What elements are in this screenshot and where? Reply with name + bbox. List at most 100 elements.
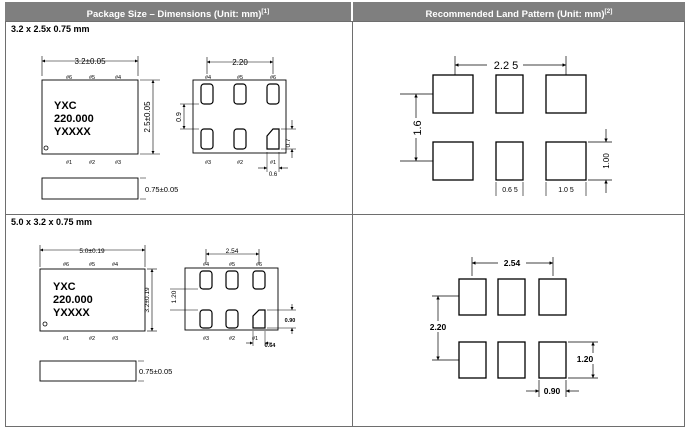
- pkg1-thickness-dim: 0.75±0.05: [145, 185, 178, 194]
- pkg2-pad: [252, 270, 266, 290]
- pkg1-bottom-pin-3: #3: [115, 160, 121, 166]
- pkg2-pad-width-dim: 0.64: [265, 343, 277, 349]
- pkg2-bv-bottom-pin-2: #2: [229, 336, 235, 342]
- pkg1-top-pin-4: #4: [115, 75, 121, 81]
- pkg1-bv-bottom-pin-1: #1: [270, 160, 276, 166]
- pkg1-pad-width-dim: 0.6: [269, 172, 278, 178]
- pkg2-land-cell: [352, 214, 685, 427]
- pkg2-bottom-view: 2.54 #4 #5 #6 1.20 0.90 #3 #2 #1: [170, 248, 296, 349]
- land-pattern-header: Recommended Land Pattern (Unit: mm)[2]: [353, 2, 685, 21]
- pkg1-bottom-view: 2.20 #4 #5 #6 0.9 0.7 #3 #2 #1: [176, 57, 296, 178]
- pkg2-pad-height-dim: 1.20: [171, 290, 178, 303]
- pkg2-caption: 5.0 x 3.2 x 0.75 mm: [11, 217, 93, 227]
- pkg2-marking-line3: YXXXX: [53, 307, 90, 319]
- pkg1-bv-top-pin-5: #5: [237, 75, 243, 81]
- land1-pad-width-small: 0.6 5: [502, 187, 518, 194]
- pkg1-bv-bottom-pin-3: #3: [205, 160, 211, 166]
- land2-pad: [458, 341, 487, 379]
- pkg2-side-body: [39, 360, 137, 382]
- pkg1-land-pattern: 2.2 5 1.6 1.00 0.6 5 1.0 5: [400, 56, 612, 196]
- pkg2-pitch-dim: 2.54: [226, 248, 239, 255]
- pkg2-pin1-chamfered-pad: [252, 309, 266, 329]
- pkg2-bottom-pin-1: #1: [63, 336, 69, 342]
- package-size-header-text: Package Size – Dimensions (Unit: mm): [86, 9, 262, 21]
- pkg1-pad: [200, 128, 214, 150]
- land1-pad: [495, 74, 524, 114]
- pkg1-top-view: 3.2±0.05 #6 #5 #4 YXC 220.000 YXXXX #1 #…: [41, 56, 160, 166]
- pkg2-pad: [199, 309, 213, 329]
- pkg1-marking-line1: YXC: [54, 100, 77, 112]
- pkg1-height-dim: 2.5±0.05: [143, 101, 152, 133]
- pkg2-top-pin-4: #4: [112, 262, 118, 268]
- pkg2-width-dim: 5.0±0.19: [79, 248, 105, 255]
- pkg1-pin1-chamfered-pad: [266, 128, 280, 150]
- pkg2-top-pin-6: #6: [63, 262, 69, 268]
- pkg2-thickness-dim: 0.75±0.05: [139, 367, 172, 376]
- pkg1-bv-top-pin-4: #4: [205, 75, 211, 81]
- land1-pad: [545, 141, 587, 181]
- pkg1-bv-top-pin-6: #6: [270, 75, 276, 81]
- land1-pitch-dim: 2.2 5: [494, 60, 518, 72]
- pkg1-side-view: 0.75±0.05: [41, 177, 178, 200]
- pkg2-height-dim: 3.2±0.19: [144, 287, 151, 313]
- pkg2-top-pin-5: #5: [89, 262, 95, 268]
- land2-pad-width-dim: 0.90: [544, 386, 561, 396]
- pkg2-body: [39, 268, 146, 332]
- pkg2-pad: [225, 309, 239, 329]
- pkg1-caption: 3.2 x 2.5x 0.75 mm: [11, 24, 90, 34]
- pin1-marker-icon: [43, 145, 49, 151]
- pkg1-bottom-pin-2: #2: [89, 160, 95, 166]
- pkg2-bv-top-pin-5: #5: [229, 262, 235, 268]
- land1-pad: [432, 141, 474, 181]
- land1-pad: [432, 74, 474, 114]
- pkg2-bv-top-pin-4: #4: [203, 262, 209, 268]
- pkg1-bv-bottom-pin-2: #2: [237, 160, 243, 166]
- pkg2-side-view: 0.75±0.05: [39, 360, 172, 382]
- pkg2-bottom-pin-2: #2: [89, 336, 95, 342]
- pkg1-side-body: [41, 177, 139, 200]
- land2-pad: [497, 341, 526, 379]
- pkg1-pad-gap-dim: 0.7: [285, 138, 292, 147]
- pkg2-marking-line2: 220.000: [53, 294, 93, 306]
- pkg1-pad: [200, 83, 214, 105]
- land2-pitch-dim: 2.54: [504, 258, 521, 268]
- land1-pad: [545, 74, 587, 114]
- package-size-note: [1]: [261, 8, 270, 15]
- land2-row-spacing-dim: 2.20: [430, 322, 447, 332]
- land1-pad: [495, 141, 524, 181]
- land-pattern-note: [2]: [604, 8, 613, 15]
- pin1-marker-icon: [42, 321, 48, 327]
- pkg1-pitch-dim: 2.20: [232, 58, 248, 67]
- pkg2-top-view: 5.0±0.19 #6 #5 #4 YXC 220.000 YXXXX #1 #…: [39, 245, 157, 342]
- pkg2-bv-bottom-pin-1: #1: [252, 336, 258, 342]
- pkg2-pad: [199, 270, 213, 290]
- pkg1-body: [41, 79, 139, 155]
- pkg2-bv-top-pin-6: #6: [256, 262, 262, 268]
- land2-pad: [538, 341, 567, 379]
- land-pattern-header-text: Recommended Land Pattern (Unit: mm): [425, 9, 605, 21]
- land2-pad-height-dim: 1.20: [577, 354, 594, 364]
- pkg2-bv-bottom-pin-3: #3: [203, 336, 209, 342]
- pkg2-land-pattern: 2.54 2.20 1.20 0.90: [424, 257, 598, 397]
- land1-pad-width-large: 1.0 5: [558, 187, 574, 194]
- pkg1-bottom-pin-1: #1: [66, 160, 72, 166]
- pkg1-pad-height-dim: 0.9: [176, 112, 183, 122]
- pkg2-bottom-pin-3: #3: [112, 336, 118, 342]
- pkg1-top-pin-6: #6: [66, 75, 72, 81]
- pkg2-pad: [225, 270, 239, 290]
- pkg1-pad: [266, 83, 280, 105]
- pkg1-pad: [233, 83, 247, 105]
- pkg2-marking-line1: YXC: [53, 281, 76, 293]
- land1-pad-height-dim: 1.00: [602, 153, 611, 169]
- pkg1-top-pin-5: #5: [89, 75, 95, 81]
- land2-pad: [538, 278, 567, 316]
- land2-pad: [497, 278, 526, 316]
- land2-pad: [458, 278, 487, 316]
- pkg2-pad-gap-dim: 0.90: [285, 318, 296, 324]
- pkg1-marking-line2: 220.000: [54, 113, 94, 125]
- land1-row-spacing-dim: 1.6: [412, 120, 424, 135]
- pkg1-pad: [233, 128, 247, 150]
- pkg1-width-dim: 3.2±0.05: [74, 57, 106, 66]
